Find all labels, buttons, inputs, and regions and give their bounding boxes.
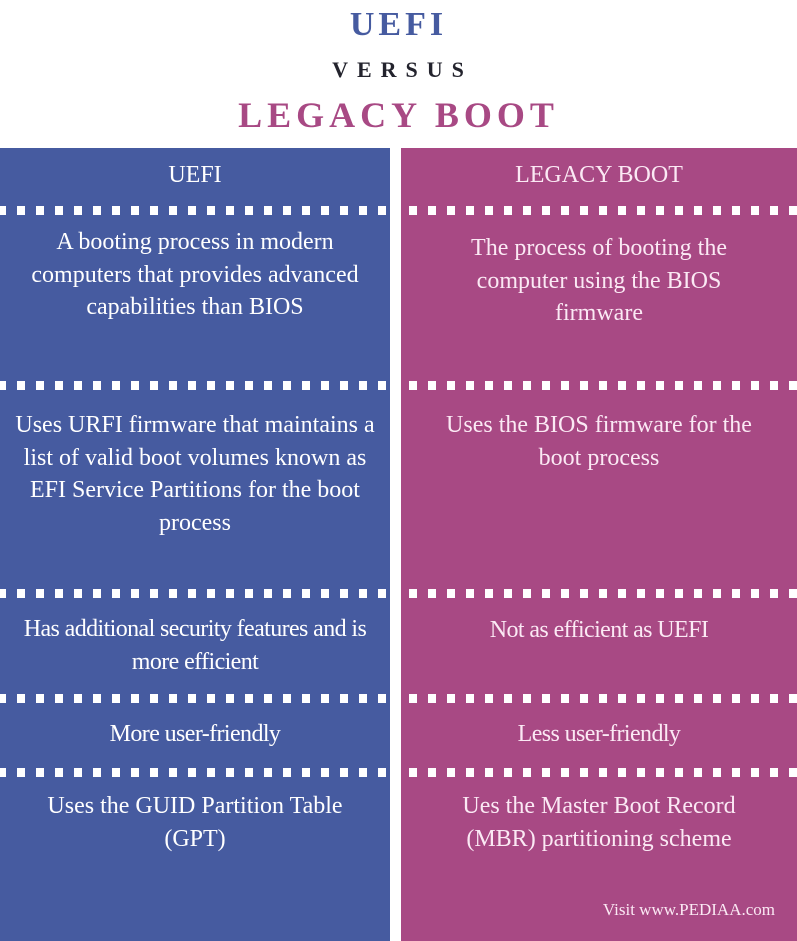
dotted-separator [401, 768, 797, 777]
legacy-row-definition: The process of booting the computer usin… [471, 235, 727, 326]
uefi-column: UEFI A booting process in modern compute… [0, 148, 390, 941]
uefi-row-partition: Uses the GUID Partition Table (GPT) [47, 793, 343, 852]
title-versus: VERSUS [332, 57, 473, 82]
uefi-row-definition: A booting process in modern computers th… [31, 229, 359, 320]
dotted-separator [0, 206, 390, 215]
uefi-row-usability: More user-friendly [109, 721, 281, 747]
uefi-row-efficiency: Has additional security features and is … [23, 616, 367, 675]
title-legacy-boot: LEGACY BOOT [238, 95, 559, 135]
dotted-separator [401, 206, 797, 215]
comparison-title: UEFI VERSUS LEGACY BOOT [0, 0, 797, 148]
dotted-separator [0, 768, 390, 777]
dotted-separator [0, 694, 390, 703]
dotted-separator [0, 589, 390, 598]
dotted-separator [401, 589, 797, 598]
legacy-row-partition: Ues the Master Boot Record (MBR) partiti… [462, 793, 736, 852]
dotted-separator [0, 381, 390, 390]
legacy-boot-column: LEGACY BOOT The process of booting the c… [401, 148, 797, 941]
legacy-row-usability: Less user-friendly [517, 721, 681, 747]
dotted-separator [401, 694, 797, 703]
legacy-row-firmware: Uses the BIOS firmware for the boot proc… [446, 412, 752, 471]
dotted-separator [401, 381, 797, 390]
title-uefi: UEFI [349, 6, 448, 43]
legacy-column-header: LEGACY BOOT [515, 162, 683, 188]
pediaa-credit-text: Visit www.PEDIAA.com [602, 900, 775, 919]
legacy-row-efficiency: Not as efficient as UEFI [489, 617, 709, 643]
uefi-row-firmware: Uses URFI firmware that maintains a list… [15, 412, 375, 536]
uefi-column-header: UEFI [168, 162, 222, 188]
